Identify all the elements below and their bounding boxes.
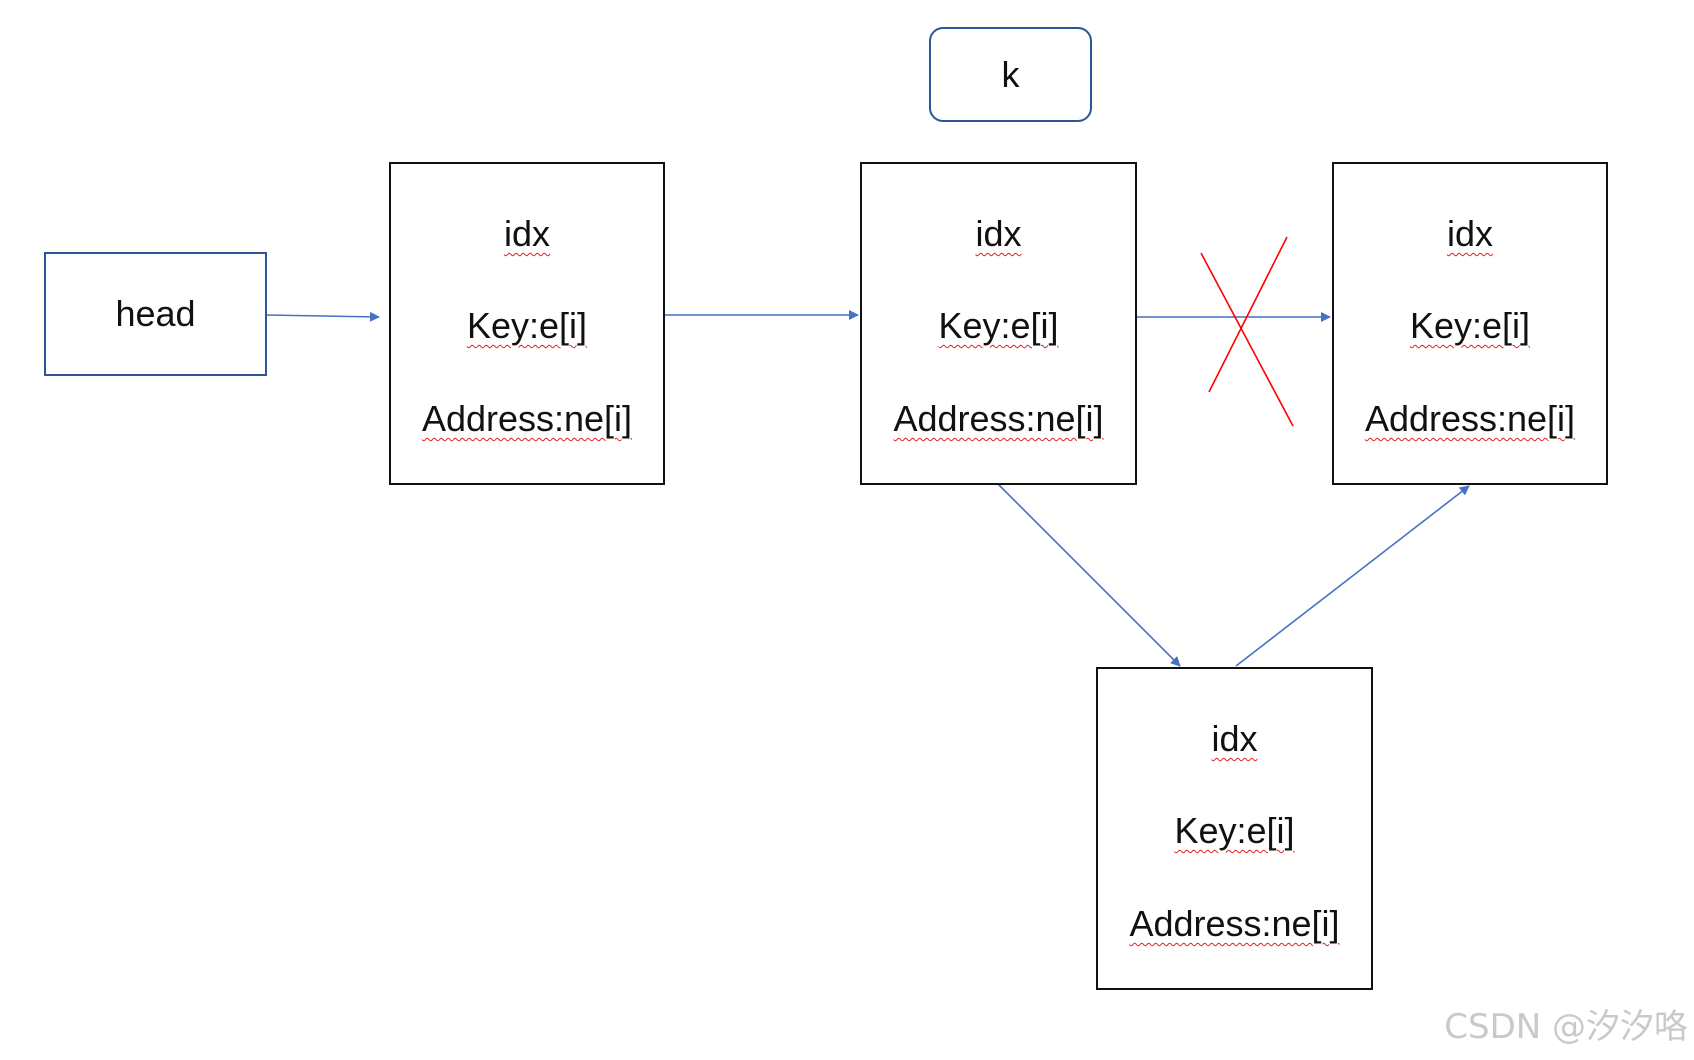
head-label: head bbox=[115, 293, 196, 334]
cross-line-2 bbox=[1208, 236, 1288, 393]
arrow-new-node-to-node3 bbox=[1235, 485, 1470, 667]
head-box: head bbox=[44, 252, 267, 376]
node3-key: Key:e[i] bbox=[1409, 305, 1531, 346]
list-node-new: idx Key:e[i] Address:ne[i] bbox=[1096, 667, 1373, 990]
node2-address: Address:ne[i] bbox=[893, 398, 1104, 439]
list-node-1: idx Key:e[i] Address:ne[i] bbox=[389, 162, 665, 485]
new-node-address: Address:ne[i] bbox=[1129, 903, 1340, 944]
list-node-2: idx Key:e[i] Address:ne[i] bbox=[860, 162, 1137, 485]
node1-idx: idx bbox=[503, 213, 551, 254]
node1-address: Address:ne[i] bbox=[421, 398, 633, 439]
k-box: k bbox=[929, 27, 1092, 122]
list-node-3: idx Key:e[i] Address:ne[i] bbox=[1332, 162, 1608, 485]
cross-line-1 bbox=[1200, 252, 1294, 427]
watermark: CSDN @汐汐咯 bbox=[1444, 1007, 1688, 1047]
new-node-idx: idx bbox=[1211, 718, 1258, 759]
new-node-key: Key:e[i] bbox=[1174, 810, 1295, 851]
node1-key: Key:e[i] bbox=[466, 305, 588, 346]
node2-key: Key:e[i] bbox=[938, 305, 1059, 346]
node3-idx: idx bbox=[1446, 213, 1494, 254]
arrow-head-to-node1 bbox=[265, 311, 380, 322]
k-label: k bbox=[1001, 54, 1020, 95]
node2-idx: idx bbox=[975, 213, 1022, 254]
arrow-node2-to-new-node bbox=[997, 483, 1181, 667]
node3-address: Address:ne[i] bbox=[1364, 398, 1576, 439]
